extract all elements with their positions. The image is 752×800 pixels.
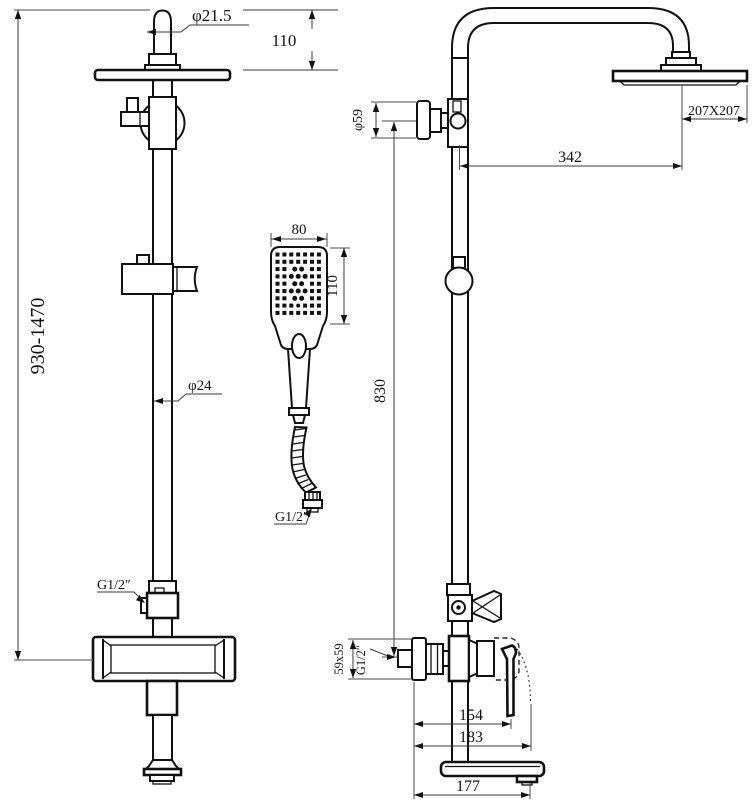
handle-end-cap	[288, 407, 310, 416]
front-view	[91, 9, 237, 785]
dim-front-inlet-thread: G1/2″	[97, 578, 131, 593]
front-wide-pipe	[145, 679, 179, 717]
side-slider-tab	[452, 256, 466, 269]
front-shower-plate	[93, 68, 232, 82]
supply-stub	[397, 649, 413, 668]
dim-height-range: 930-1470	[27, 298, 49, 375]
front-lower-pipe	[152, 714, 173, 763]
front-outlet-flare	[143, 759, 182, 770]
front-pivot-body	[148, 96, 177, 150]
dim-top-pipe-diameter: φ21.5	[192, 6, 232, 25]
spout-nozzle	[515, 774, 539, 784]
hose-coil-lines	[291, 427, 312, 490]
nozzle-grid	[275, 252, 321, 315]
front-handle-stub	[126, 97, 139, 114]
front-slider-body	[121, 263, 174, 295]
valve-lever	[500, 644, 518, 718]
dim-arm-reach: 342	[558, 149, 582, 166]
dim-pipe-diameter: φ24	[188, 378, 212, 394]
dim-bracket-diameter: φ59	[351, 109, 366, 131]
valve-body	[447, 634, 471, 683]
side-head-lip	[618, 80, 742, 86]
hose-tip	[306, 507, 319, 513]
bracket-slot	[452, 100, 462, 113]
front-mixer-inner	[110, 644, 216, 674]
head-connector-2	[665, 57, 697, 66]
side-diverter-collar	[446, 583, 471, 596]
valve-wall-flange	[411, 637, 427, 681]
handle-mode-button	[291, 333, 307, 359]
dim-hand-width: 80	[292, 222, 307, 238]
side-view	[397, 7, 749, 786]
dim-valve-flange: 59x59	[332, 643, 346, 674]
dim-top-clearance: 110	[272, 31, 297, 50]
dimensions: 930-1470 φ21.5 110 φ24 G1/2″ 80	[14, 6, 748, 799]
dim-lever-depth: 183	[459, 729, 483, 746]
side-diverter-knob	[471, 589, 502, 624]
hand-shower	[270, 246, 328, 513]
front-handle	[120, 111, 150, 127]
front-lower-collar	[148, 580, 177, 594]
front-outlet-cap	[149, 774, 175, 782]
front-inlet-fitting	[145, 591, 180, 620]
base-tray	[439, 760, 546, 778]
dim-supply-thread: G1/2″	[354, 645, 368, 675]
dim-hose-thread: G1/2″	[275, 510, 309, 525]
front-holder-cradle	[172, 266, 199, 292]
lever-swing-arc	[516, 648, 532, 702]
hose-neck	[291, 414, 307, 424]
spout-nozzle-tip	[521, 781, 533, 786]
side-slider-ring	[444, 266, 474, 296]
hose-nut	[302, 499, 323, 509]
front-top-collar	[148, 53, 177, 66]
dim-riser-height: 830	[372, 379, 389, 403]
valve-cartridge	[476, 640, 495, 677]
wall-bracket-flange	[416, 100, 431, 140]
front-mixer-body	[91, 635, 237, 683]
side-head-plate	[611, 69, 749, 83]
dim-head-size: 207X207	[688, 104, 740, 119]
valve-hex-nut	[425, 643, 444, 675]
bracket-pivot	[449, 112, 467, 130]
dim-hand-height: 110	[325, 275, 341, 297]
gooseneck-arm	[451, 7, 690, 59]
wall-bracket-step	[429, 108, 442, 133]
dim-spout-depth: 177	[456, 778, 480, 795]
valve-cone	[468, 638, 478, 679]
front-fitting-nub	[140, 597, 148, 614]
dim-handle-depth: 154	[459, 707, 483, 724]
